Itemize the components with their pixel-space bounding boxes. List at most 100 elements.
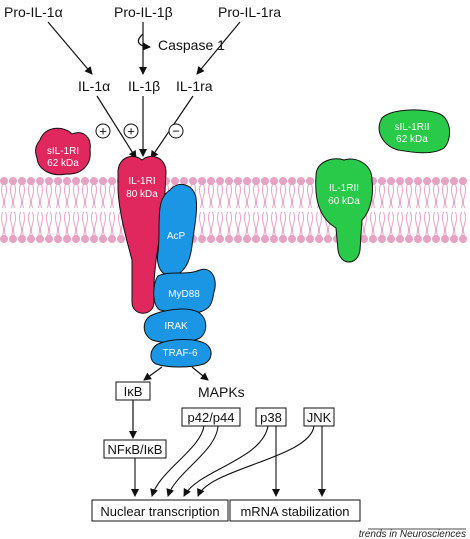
mapks-label: MAPKs [198, 384, 245, 400]
lipid-head [414, 235, 422, 243]
lipid-head [450, 235, 458, 243]
irak-protein: IRAK [143, 308, 207, 344]
lipid-head [279, 177, 287, 185]
svg-text:+: + [127, 124, 135, 139]
lipid-head [180, 177, 188, 185]
nuclear-transcription-box: Nuclear transcription [91, 499, 229, 522]
p38-label: p38 [260, 410, 282, 425]
sil1rii-name: sIL-1RII [394, 122, 429, 133]
pro-il1a-label: Pro-IL-1α [4, 4, 63, 20]
agonist-sign-b: + [123, 123, 139, 139]
acp-label: AcP [167, 231, 186, 242]
il1b-label: IL-1β [128, 78, 160, 94]
lipid-head [99, 177, 107, 185]
lipid-head [108, 235, 116, 243]
pro-il1b-label: Pro-IL-1β [114, 4, 173, 20]
lipid-head [243, 177, 251, 185]
lipid-head [27, 235, 35, 243]
lipid-head [72, 235, 80, 243]
lipid-head [9, 177, 17, 185]
lipid-head [36, 177, 44, 185]
lipid-head [414, 177, 422, 185]
il1ri-receptor: IL-1RI 80 kDa [117, 156, 167, 314]
lipid-head [207, 177, 215, 185]
lipid-head [450, 177, 458, 185]
lipid-head [432, 235, 440, 243]
sil1ri-protein: sIL-1RI 62 kDa [35, 127, 91, 176]
lipid-head [288, 235, 296, 243]
lipid-head [306, 177, 314, 185]
irak-label: IRAK [164, 321, 188, 332]
lipid-head [81, 177, 89, 185]
il1rii-receptor: IL-1RII 60 kDa [315, 158, 373, 263]
lipid-head [297, 235, 305, 243]
lipid-head [441, 235, 449, 243]
lipid-head [315, 235, 323, 243]
ikb-box: IκB [115, 381, 151, 401]
lipid-head [360, 235, 368, 243]
lipid-head [459, 177, 467, 185]
il1ri-name: IL-1RI [128, 176, 155, 187]
lipid-head [378, 235, 386, 243]
jnk-box: JNK [303, 407, 335, 427]
mrna-stabilization-box: mRNA stabilization [229, 499, 361, 522]
acp-protein: AcP [157, 183, 197, 277]
jnk-label: JNK [307, 410, 332, 425]
lipid-head [90, 177, 98, 185]
agonist-sign-a: + [95, 123, 111, 139]
nfkb-label: NFκB/IκB [108, 442, 163, 457]
lipid-head [108, 177, 116, 185]
lipid-head [27, 177, 35, 185]
lipid-head [72, 177, 80, 185]
lipid-head [225, 177, 233, 185]
lipid-head [405, 177, 413, 185]
journal-credit: trends in Neurosciences [359, 529, 466, 539]
lipid-head [198, 235, 206, 243]
p42-box: p42/p44 [181, 407, 241, 427]
lipid-head [288, 177, 296, 185]
sil1ri-weight: 62 kDa [47, 158, 79, 169]
lipid-head [18, 177, 26, 185]
lipid-head [225, 235, 233, 243]
svg-text:+: + [99, 124, 107, 139]
lipid-head [45, 177, 53, 185]
lipid-head [63, 177, 71, 185]
lipid-head [252, 177, 260, 185]
myd88-protein: MyD88 [153, 268, 216, 315]
lipid-head [423, 235, 431, 243]
p38-box: p38 [255, 407, 287, 427]
sil1rii-weight: 62 kDa [396, 134, 428, 145]
ikb-label: IκB [124, 384, 143, 399]
lipid-head [207, 235, 215, 243]
lipid-head [243, 235, 251, 243]
processing-arrows [47, 21, 241, 75]
caspase-label: Caspase 1 [158, 37, 225, 53]
lipid-head [378, 177, 386, 185]
lipid-head [441, 177, 449, 185]
lipid-head [0, 235, 8, 243]
lipid-head [198, 177, 206, 185]
myd88-label: MyD88 [168, 289, 200, 300]
p42-label: p42/p44 [188, 410, 235, 425]
kinase-arrows [131, 425, 326, 497]
lipid-head [216, 177, 224, 185]
lipid-head [54, 235, 62, 243]
lipid-head [270, 235, 278, 243]
lipid-head [270, 177, 278, 185]
lipid-head [234, 177, 242, 185]
il1rii-weight: 60 kDa [328, 196, 360, 207]
traf6-label: TRAF-6 [163, 348, 198, 359]
lipid-head [423, 177, 431, 185]
lipid-head [261, 235, 269, 243]
nfkb-box: NFκB/IκB [103, 439, 167, 459]
nuclear-transcription-label: Nuclear transcription [100, 504, 219, 519]
lipid-head [189, 177, 197, 185]
sil1ri-name: sIL-1RI [47, 146, 79, 157]
traf6-protein: TRAF-6 [150, 339, 212, 368]
lipid-head [171, 177, 179, 185]
lipid-head [369, 235, 377, 243]
lipid-head [432, 177, 440, 185]
lipid-head [234, 235, 242, 243]
il1rii-name: IL-1RII [329, 183, 359, 194]
